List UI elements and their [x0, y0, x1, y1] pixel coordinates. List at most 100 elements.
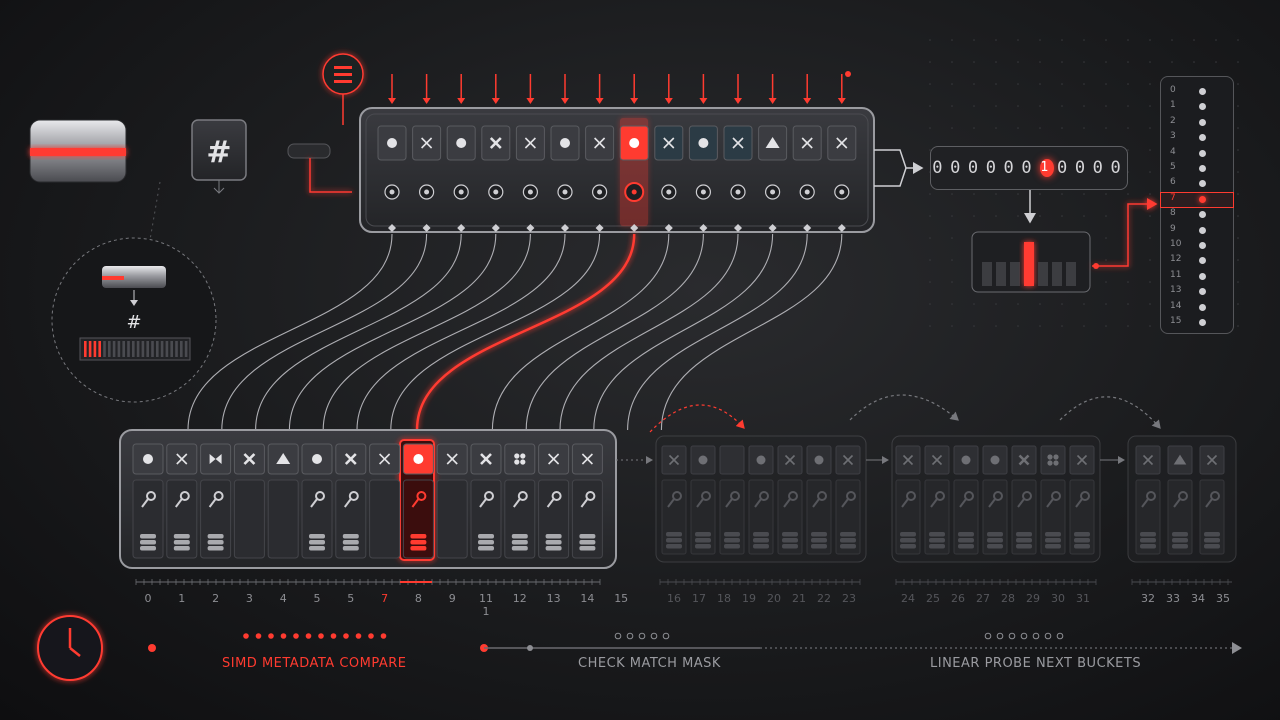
bucket-index: 18	[717, 592, 731, 605]
inset-bar	[170, 341, 173, 357]
bucket-index: 17	[692, 592, 706, 605]
mask-bit: 0	[967, 158, 984, 178]
inset-bar	[165, 341, 169, 357]
key-icon	[841, 491, 856, 508]
slot-row: 2	[1161, 116, 1233, 130]
cross-icon	[1076, 454, 1088, 466]
probe-slot	[953, 479, 979, 555]
cross-icon	[668, 454, 680, 466]
flower-icon	[1047, 454, 1059, 466]
histogram-bar	[1010, 262, 1020, 286]
inset-bar	[117, 341, 121, 357]
drop-arrow-icon	[630, 98, 639, 104]
dot-icon	[560, 138, 570, 148]
lane-output-icon	[699, 224, 708, 232]
lane-output-icon	[664, 224, 673, 232]
key-icon	[141, 491, 156, 508]
slot-row: 6	[1161, 177, 1233, 191]
database-icon	[1074, 532, 1090, 549]
database-icon	[782, 532, 798, 549]
inset-bar	[175, 341, 178, 357]
database-icon	[511, 534, 528, 551]
database-icon	[1204, 532, 1220, 549]
probe-slot	[835, 479, 861, 555]
lane-wire	[255, 233, 462, 431]
bucket-index: 15	[614, 592, 629, 605]
bucket-slot	[335, 479, 367, 559]
stage-progress-dot	[614, 632, 622, 640]
match-histogram	[971, 231, 1091, 293]
cross-icon	[902, 454, 914, 466]
key-icon	[1046, 491, 1061, 508]
bucket-slot	[166, 479, 198, 559]
stage-progress-dot	[662, 632, 670, 640]
probe-slot	[777, 479, 803, 555]
database-icon	[478, 534, 494, 551]
bucket-slot	[436, 479, 468, 559]
lane-output-icon	[457, 224, 466, 232]
primary-bucket-cells	[132, 443, 603, 559]
bucket-index: 16	[667, 592, 681, 605]
inset-bar	[93, 341, 97, 357]
bucket-index: 22	[817, 592, 831, 605]
slot-number: 3	[1170, 131, 1176, 142]
lane-wire	[221, 233, 428, 431]
slot-dot-icon	[1199, 303, 1206, 311]
key-icon	[988, 491, 1003, 508]
probe-slot	[690, 479, 716, 555]
key-icon	[901, 491, 916, 508]
bucket-slot	[470, 479, 502, 559]
slot-number: 14	[1170, 300, 1182, 311]
bucket-index: 24	[901, 592, 915, 605]
inset-magnifier: #	[51, 181, 217, 403]
stage-progress-dot	[268, 633, 274, 639]
bucket-index: 28	[1001, 592, 1015, 605]
cross-icon	[176, 453, 188, 465]
histogram-to-slot-arrow	[1092, 198, 1158, 267]
slot-row: 15	[1161, 316, 1233, 330]
probe-arc-1	[649, 404, 745, 433]
probe-slot	[806, 479, 832, 555]
match-wire	[415, 233, 636, 431]
key-icon	[479, 491, 494, 508]
lane-wire	[525, 233, 704, 431]
slot-row: 0	[1161, 85, 1233, 99]
bucket-index: 29	[1026, 592, 1040, 605]
hash-splitter	[287, 143, 331, 159]
dot-icon	[312, 454, 322, 464]
stage-progress-dot	[380, 633, 387, 639]
slot-row: 1	[1161, 100, 1233, 114]
cross-icon	[489, 137, 502, 149]
stage-progress-dot	[1008, 632, 1016, 640]
slot-number: 8	[1170, 208, 1176, 219]
probe-arc-3	[1059, 396, 1161, 429]
probe-control-byte	[1040, 445, 1066, 475]
lane-output-icon	[837, 224, 846, 232]
cross-icon	[931, 454, 943, 466]
lane-output-icon	[422, 224, 431, 232]
triangle-icon	[276, 453, 291, 464]
database-icon	[309, 534, 325, 551]
bucket-slot	[233, 479, 265, 559]
dot-icon	[756, 455, 766, 465]
compare-units-row	[380, 182, 856, 232]
key-icon	[1173, 491, 1188, 508]
stage-progress-dot	[1056, 632, 1064, 640]
slot-number: 1	[1170, 100, 1176, 111]
bucket-slot	[402, 479, 434, 559]
slot-number: 10	[1170, 239, 1182, 249]
database-icon	[410, 534, 427, 551]
bucket-index: 1	[178, 592, 186, 605]
key-icon	[208, 491, 224, 508]
inset-bar	[184, 341, 188, 357]
drop-arrow-icon	[768, 98, 777, 104]
slot-row: 8	[1161, 208, 1233, 222]
lane-wire	[491, 233, 670, 431]
pipeline-timeline	[37, 615, 1242, 681]
slot-row: 7	[1160, 191, 1234, 208]
inset-bar	[88, 341, 92, 357]
slot-number: 0	[1170, 85, 1176, 95]
histogram-bar	[1066, 262, 1076, 286]
slot-dot-icon	[1199, 211, 1206, 219]
comparator-core	[424, 189, 430, 195]
